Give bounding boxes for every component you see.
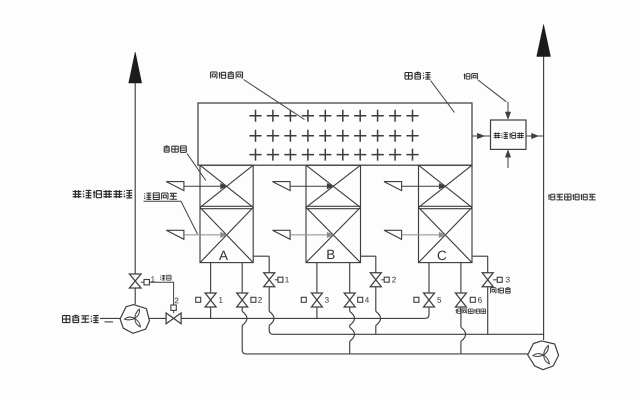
- svg-text:C: C: [437, 248, 447, 263]
- svg-text:3: 3: [325, 296, 330, 305]
- svg-text:1: 1: [218, 296, 223, 305]
- svg-text:5: 5: [437, 296, 442, 305]
- svg-text:A: A: [219, 248, 228, 263]
- svg-text:1: 1: [285, 275, 290, 284]
- svg-text:2: 2: [258, 296, 263, 305]
- svg-text:6: 6: [478, 296, 483, 305]
- svg-text:4: 4: [365, 296, 370, 305]
- svg-text:B: B: [326, 247, 335, 262]
- svg-text:1: 1: [151, 275, 156, 284]
- svg-text:3: 3: [506, 275, 511, 284]
- svg-text:2: 2: [392, 275, 397, 284]
- svg-text:2: 2: [174, 296, 179, 305]
